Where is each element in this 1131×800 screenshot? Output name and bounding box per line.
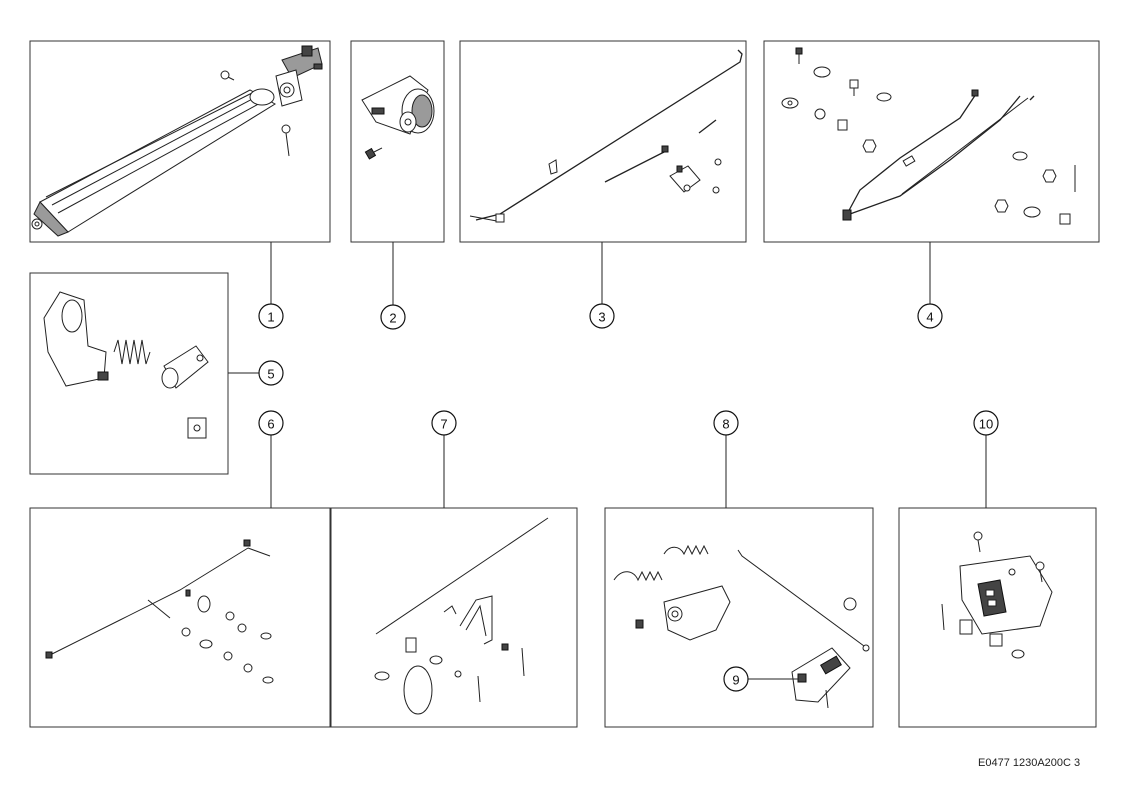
panel-4-harness: [763, 40, 1100, 243]
long-rod-part: [469, 49, 743, 223]
cover-part: [791, 647, 851, 709]
panel-8-frame: [604, 507, 874, 728]
bracket-part: [443, 595, 493, 645]
fastener-part: [181, 589, 274, 684]
long-wire-part: [375, 517, 549, 635]
switch-housing-part: [959, 555, 1053, 635]
callout-10: 10: [973, 410, 999, 436]
panel-3-rods: [459, 40, 747, 243]
harness-cable-part: [842, 89, 1035, 221]
rod-part: [737, 549, 870, 652]
callout-4-label: 4: [926, 310, 933, 325]
panel-2-frame: [350, 40, 445, 243]
screw-part: [364, 147, 383, 160]
panel-4-frame: [763, 40, 1100, 243]
spring-part: [613, 544, 709, 582]
roller-tube-part: [31, 88, 276, 237]
panel-6-frame: [29, 507, 331, 728]
callout-7-label: 7: [440, 417, 447, 432]
panel-10-switch-box: [898, 507, 1097, 728]
panel-3-frame: [459, 40, 747, 243]
lock-block-part: [43, 291, 109, 387]
callout-8-label: 8: [722, 417, 729, 432]
callout-1-label: 1: [267, 310, 274, 325]
callout-2-label: 2: [389, 311, 396, 326]
panel-7-frame: [330, 507, 578, 728]
end-bracket-part: [275, 45, 323, 107]
callout-10-label: 10: [979, 417, 993, 432]
callout-8: 8: [713, 410, 739, 436]
callout-2: 2: [380, 304, 406, 330]
callout-1: 1: [258, 303, 284, 329]
screw-part: [220, 63, 323, 81]
small-bracket-part: [669, 158, 722, 194]
callout-6: 6: [258, 410, 284, 436]
leader-lines: [228, 242, 987, 680]
spring-part: [113, 339, 151, 365]
screw-part: [941, 531, 1045, 659]
callout-6-label: 6: [267, 417, 274, 432]
panel-6-cable-kit: [29, 507, 331, 728]
nut-part: [187, 417, 207, 439]
cable-part: [45, 539, 271, 659]
panel-5-lock: [29, 272, 229, 475]
callout-9-label: 9: [732, 673, 739, 688]
hardware-part: [781, 47, 1076, 225]
rivet-part: [374, 637, 525, 703]
panel-1-frame: [29, 40, 331, 243]
drawing-code: E0477 1230A200C 3: [978, 757, 1081, 769]
panel-10-frame: [898, 507, 1097, 728]
panel-1-roller-tube: [29, 40, 331, 243]
panel-7-strap-kit: [330, 507, 578, 728]
callout-3: 3: [589, 303, 615, 329]
panel-2-gear: [350, 40, 445, 243]
arm-body-part: [635, 585, 731, 641]
callout-9: 9: [723, 666, 749, 692]
callout-3-label: 3: [598, 310, 605, 325]
callout-7: 7: [431, 410, 457, 436]
short-rod-part: [604, 119, 717, 183]
rivet-part: [281, 124, 291, 157]
gear-housing-part: [361, 75, 435, 135]
callout-4: 4: [917, 303, 943, 329]
latch-part: [161, 345, 209, 389]
panel-8-arm-kit: [604, 507, 874, 728]
strap-band-part: [403, 665, 433, 715]
callout-5-label: 5: [267, 367, 274, 382]
callout-5: 5: [258, 360, 284, 386]
